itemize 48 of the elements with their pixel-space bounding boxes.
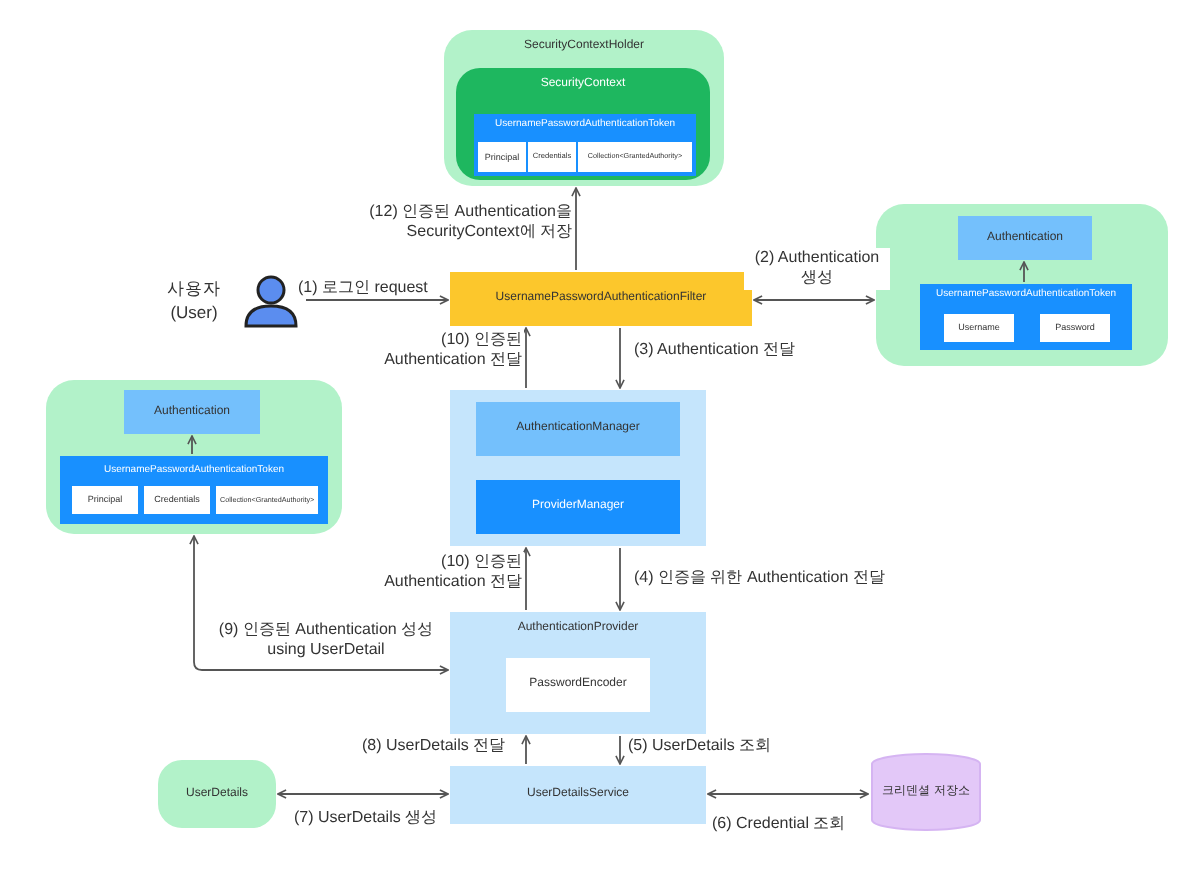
user-label: 사용자 (User) [165, 276, 223, 326]
field-box [578, 142, 692, 172]
container-box [444, 30, 724, 186]
arrow [187, 435, 197, 455]
arrow [277, 789, 449, 799]
arrow [615, 327, 625, 389]
class-box [124, 390, 260, 434]
arrow [189, 535, 449, 675]
container-box [456, 68, 710, 180]
class-box [958, 216, 1092, 260]
class-box [158, 760, 276, 828]
class-box [476, 480, 680, 534]
class-box [920, 284, 1132, 350]
edge-label: (3) Authentication 전달 [632, 340, 797, 361]
class-box [450, 612, 706, 734]
class-box [474, 114, 696, 176]
edge-label: (4) 인증을 위한 Authentication 전달 [632, 568, 887, 589]
container-box [450, 390, 706, 546]
arrow [521, 327, 531, 389]
edge-label: (8) UserDetails 전달 [360, 736, 508, 757]
class-box [450, 766, 706, 824]
arrow [707, 789, 869, 799]
edge-label: (5) UserDetails 조회 [626, 736, 774, 757]
arrow [305, 295, 449, 305]
arrow [571, 187, 581, 271]
arrow [1019, 261, 1029, 283]
field-box [944, 314, 1014, 342]
class-box [476, 402, 680, 456]
field-box [144, 486, 210, 514]
field-box [478, 142, 526, 172]
edge-label: (7) UserDetails 생성 [292, 808, 440, 829]
arrow [615, 735, 625, 765]
edge-label: (2) Authentication 생성 [744, 248, 890, 290]
container-box [876, 204, 1168, 366]
field-box [528, 142, 576, 172]
edge-label: (6) Credential 조회 [710, 814, 848, 835]
field-box [216, 486, 318, 514]
arrow [521, 547, 531, 611]
filter-box [450, 272, 752, 326]
field-box [1040, 314, 1110, 342]
edge-label: (1) 로그인 request [296, 278, 430, 299]
arrow [753, 295, 875, 305]
arrow [615, 547, 625, 611]
class-box [60, 456, 328, 524]
field-box [72, 486, 138, 514]
container-box [46, 380, 342, 534]
class-box [506, 658, 650, 712]
arrow [521, 735, 531, 765]
